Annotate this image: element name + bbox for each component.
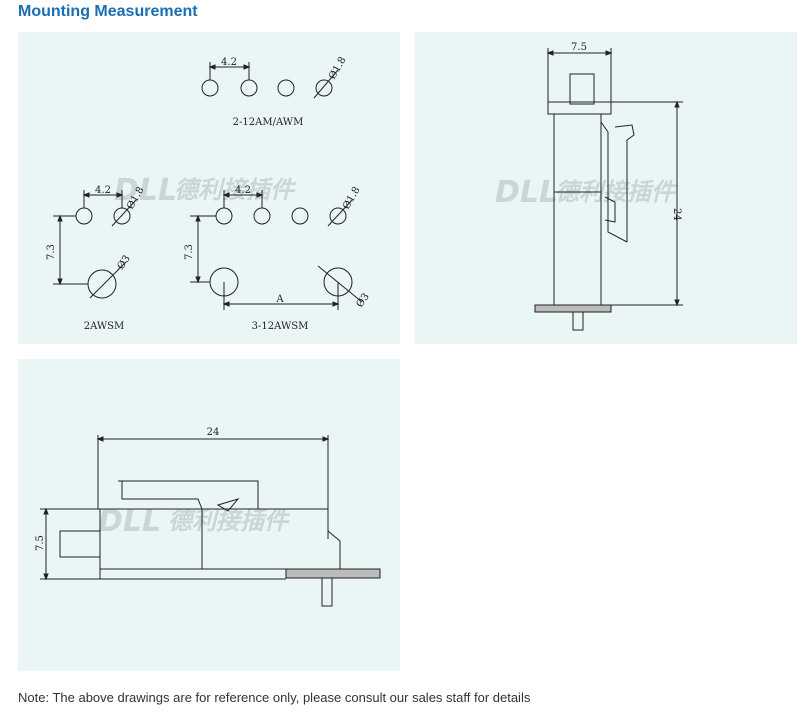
dim-pin-dia-top: Ø1.8 [327, 55, 349, 81]
dim-pitch-top: 4.2 [221, 57, 237, 68]
front-view-drawing: DLL 德利接插件 7.5 24 [495, 42, 683, 331]
watermark-latin: DLL [495, 175, 558, 210]
caption-2-12am: 2-12AM/AWM [233, 117, 304, 128]
pin-hole [291, 207, 309, 225]
caption-3-12awsm: 3-12AWSM [252, 321, 309, 332]
dim-pin-dia-right: Ø1.8 [341, 185, 363, 211]
watermark-latin: DLL [98, 504, 161, 539]
dim-height-7-5: 7.5 [35, 535, 46, 551]
dim-height-24: 24 [671, 208, 682, 221]
dim-length-24: 24 [207, 427, 220, 438]
pin-hole [253, 207, 271, 225]
pin-hole [201, 79, 219, 97]
footprint-drawing: DLL 德利接插件 [46, 55, 372, 332]
pin-hole [240, 79, 258, 97]
dim-width-7-5: 7.5 [571, 42, 587, 53]
pin-hole [75, 207, 93, 225]
caption-2awsm: 2AWSM [84, 321, 125, 332]
side-view-drawing: DLL 德利接插件 24 7.5 [35, 427, 381, 607]
disclaimer-note: Note: The above drawings are for referen… [18, 690, 531, 705]
dim-offset-right: 7.3 [184, 244, 195, 260]
post-hole [87, 269, 117, 299]
pin-hole [215, 207, 233, 225]
pin-hole [277, 79, 295, 97]
dim-offset-left: 7.3 [46, 244, 57, 260]
pin-hole [329, 207, 347, 225]
pin-hole [315, 79, 333, 97]
front-view-panel: DLL 德利接插件 7.5 24 [415, 32, 797, 344]
dim-post-dia-right: Ø3 [354, 291, 371, 309]
dim-span-a: A [275, 294, 284, 305]
side-view-panel: DLL 德利接插件 24 7.5 [18, 359, 400, 671]
footprint-drawing-panel: DLL 德利接插件 [18, 32, 400, 344]
dim-post-dia-left: Ø3 [115, 253, 132, 271]
watermark-chinese: 德利接插件 [174, 176, 297, 204]
dim-pitch-left: 4.2 [95, 185, 111, 196]
watermark-chinese: 德利接插件 [168, 507, 291, 535]
watermark-latin: DLL [114, 173, 177, 208]
dim-pitch-right: 4.2 [235, 185, 251, 196]
page-title: Mounting Measurement [18, 3, 198, 20]
